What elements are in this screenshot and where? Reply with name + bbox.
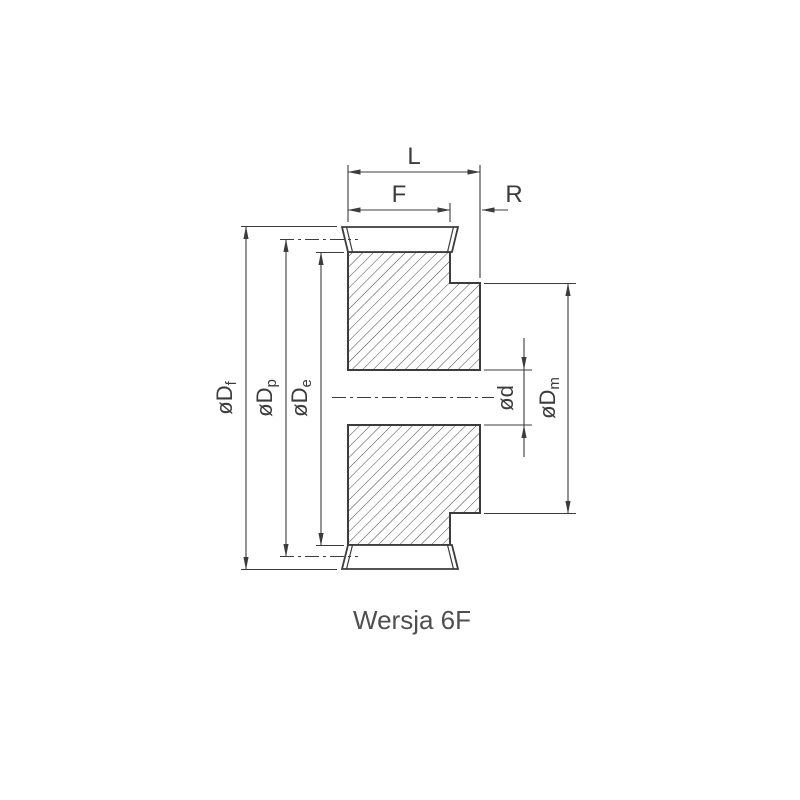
dim-Dm: øDm (484, 282, 576, 515)
centerlines (280, 238, 494, 558)
dim-label-d: ød (493, 385, 518, 411)
pulley-body-lower (347, 424, 481, 546)
bottom-flange-inner-right-line (446, 544, 455, 570)
dim-label-F: F (392, 181, 407, 208)
dim-label-De: øDe (287, 379, 315, 417)
dim-F: F (347, 181, 451, 222)
top-flange (340, 226, 460, 253)
dim-label-L: L (407, 143, 420, 170)
bottom-flange (340, 544, 460, 570)
dim-label-Dp: øDp (252, 379, 280, 417)
dim-label-Dm: øDm (535, 377, 563, 419)
top-flange-inner-right-line (446, 226, 455, 253)
dim-Dp: øDp (252, 239, 289, 557)
dim-R: R (481, 181, 523, 213)
pulley-body-upper (347, 251, 481, 371)
dim-label-Df: øDf (212, 380, 240, 414)
pulley-section (340, 226, 481, 570)
dim-d: ød (484, 338, 532, 457)
dim-L: L (347, 143, 481, 278)
dim-De: øDe (287, 251, 344, 547)
dim-label-R: R (505, 181, 522, 208)
drawing-caption: Wersja 6F (353, 605, 471, 635)
dim-Df: øDf (212, 225, 337, 571)
